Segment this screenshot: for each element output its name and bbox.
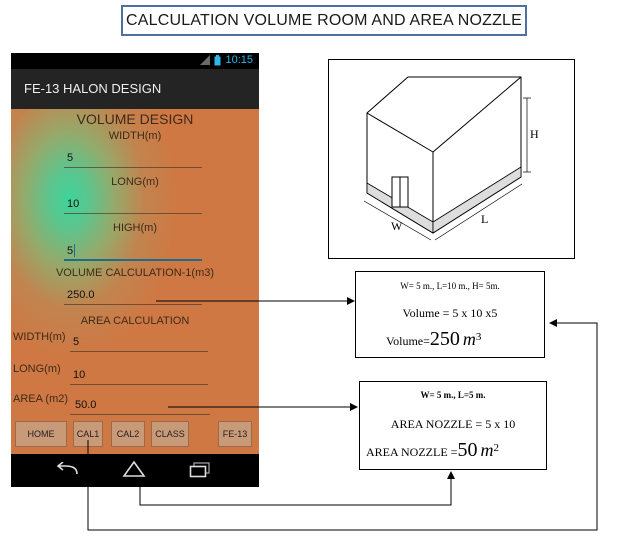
- area-label: AREA (m2): [13, 393, 69, 405]
- status-time: 10:15: [225, 54, 253, 66]
- area-result-exp: 2: [493, 442, 499, 454]
- text-cursor: [74, 244, 75, 257]
- volume-result-value: 250.0: [67, 289, 95, 301]
- long-label: LONG(m): [111, 176, 159, 188]
- volume-result: Volume=250 m3: [386, 328, 481, 351]
- area-formula-box: W= 5 m., L=5 m. AREA NOZZLE = 5 x 10 ARE…: [359, 381, 547, 470]
- area-result-value: 50.0: [75, 399, 97, 411]
- phone-screen: 10:15 FE-13 HALON DESIGN VOLUME DESIGN W…: [11, 53, 259, 487]
- nav-bar: [11, 454, 259, 487]
- high-input[interactable]: 5: [67, 245, 74, 257]
- app-content: VOLUME DESIGN WIDTH(m) 5 LONG(m) 10 HIGH…: [11, 109, 259, 454]
- home-button[interactable]: HOME: [15, 421, 67, 447]
- cal1-arrow-head: [549, 319, 557, 327]
- status-bar: 10:15: [11, 53, 259, 69]
- area-result-underline: [70, 414, 210, 415]
- area-long-label: LONG(m): [13, 363, 61, 375]
- area-result: AREA NOZZLE =50 m2: [366, 439, 499, 462]
- class-button[interactable]: CLASS: [151, 421, 189, 447]
- volume-result-label: VOLUME CALCULATION-1(m3): [55, 267, 215, 279]
- action-bar: FE-13 HALON DESIGN: [11, 69, 259, 109]
- area-result-unit: m: [480, 440, 494, 460]
- area-width-input[interactable]: 5: [73, 336, 80, 348]
- volume-design-heading: VOLUME DESIGN: [76, 111, 194, 127]
- width-input-underline: [64, 167, 202, 168]
- room-drawing: [363, 76, 531, 241]
- page-title: CALCULATION VOLUME ROOM AND AREA NOZZLE: [121, 5, 527, 36]
- area-long-underline: [70, 384, 208, 385]
- height-label: H: [530, 127, 539, 141]
- long-input-underline: [64, 213, 202, 214]
- high-input-underline: [64, 259, 202, 261]
- high-label: HIGH(m): [113, 222, 157, 234]
- area-formula: AREA NOZZLE = 5 x 10: [390, 417, 516, 431]
- area-result-prefix: AREA NOZZLE =: [366, 445, 458, 459]
- area-width-underline: [70, 351, 208, 352]
- status-icons: 10:15: [200, 54, 253, 66]
- fe13-button[interactable]: FE-13: [218, 421, 252, 447]
- home-icon[interactable]: [122, 460, 146, 478]
- app-title: FE-13 HALON DESIGN: [24, 81, 162, 96]
- area-arrow-head: [350, 403, 358, 411]
- area-given: W= 5 m., L=5 m.: [420, 390, 486, 400]
- page-title-text: CALCULATION VOLUME ROOM AND AREA NOZZLE: [125, 11, 523, 29]
- volume-arrow-head: [347, 297, 355, 305]
- volume-given: W= 5 m., L=10 m., H= 5m.: [400, 281, 500, 291]
- volume-result-underline: [64, 304, 202, 305]
- volume-formula: Volume = 5 x 10 x5: [402, 306, 498, 320]
- volume-result-unit: m: [462, 329, 476, 349]
- long-input[interactable]: 10: [67, 198, 80, 210]
- cal1-connector: [87, 322, 598, 531]
- cal2-button[interactable]: CAL2: [111, 421, 145, 447]
- battery-icon: [214, 54, 221, 65]
- area-calculation-heading: AREA CALCULATION: [80, 315, 190, 327]
- back-icon[interactable]: [55, 462, 79, 478]
- room-diagram: H W L: [328, 59, 575, 259]
- cal2-arrow-head: [447, 471, 455, 479]
- width-label: WIDTH(m): [108, 130, 162, 142]
- area-result-number: 50: [457, 439, 478, 461]
- area-width-label: WIDTH(m): [13, 331, 66, 343]
- volume-result-prefix: Volume=: [386, 334, 430, 348]
- width-dim-label: W: [391, 219, 403, 233]
- area-long-input[interactable]: 10: [73, 369, 86, 381]
- length-dim-label: L: [481, 212, 489, 226]
- recent-apps-icon[interactable]: [189, 462, 211, 478]
- volume-formula-box: W= 5 m., L=10 m., H= 5m. Volume = 5 x 10…: [355, 271, 545, 358]
- signal-icon: [200, 55, 211, 65]
- cal2-connector: [139, 477, 452, 506]
- volume-result-exp: 3: [475, 331, 482, 343]
- volume-result-number: 250: [429, 328, 460, 350]
- width-input[interactable]: 5: [67, 152, 74, 164]
